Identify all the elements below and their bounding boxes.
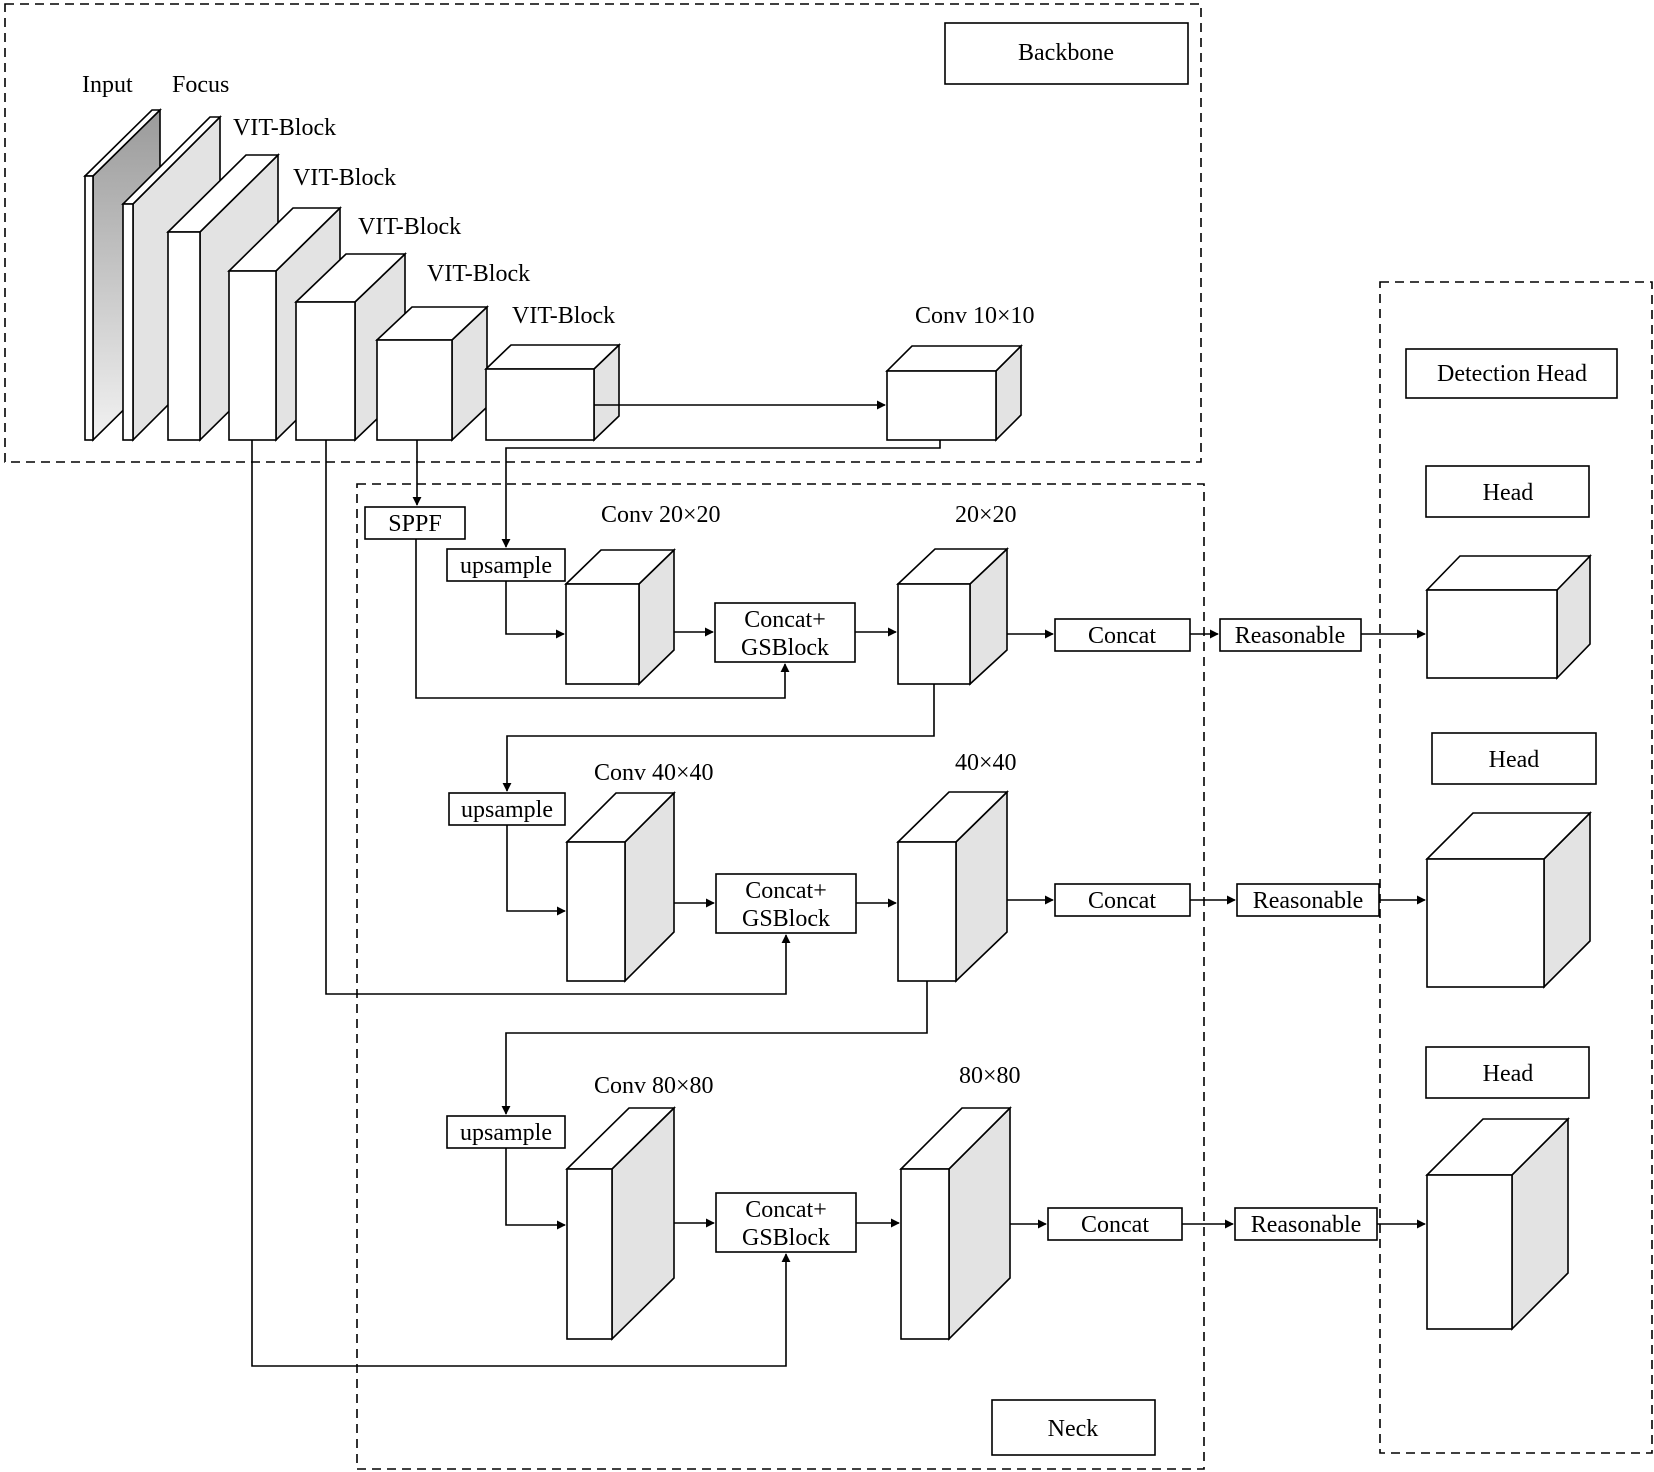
upsample-box-2: upsample xyxy=(448,792,566,826)
conv-10-label: Conv 10×10 xyxy=(915,303,1035,329)
head-box-1: Head xyxy=(1425,465,1590,518)
input-label: Input xyxy=(82,72,133,98)
detection-head-title: Detection Head xyxy=(1437,361,1587,387)
sppf-label: SPPF xyxy=(388,511,441,537)
reasonable-label: Reasonable xyxy=(1253,888,1364,914)
neck-title: Neck xyxy=(1048,1416,1099,1442)
reasonable-box-3: Reasonable xyxy=(1234,1207,1378,1241)
concat-gsblock-box-3: Concat+ GSBlock xyxy=(715,1192,857,1253)
head-cube-3 xyxy=(1425,1117,1570,1331)
conv-20-cube xyxy=(564,548,676,686)
vit-block-4-layer xyxy=(374,305,490,442)
upsample-label: upsample xyxy=(460,1120,552,1146)
upsample-label: upsample xyxy=(461,797,553,823)
vit-block-5-layer xyxy=(484,343,621,442)
concat-box-3: Concat xyxy=(1047,1207,1183,1241)
detection-head-section: Detection Head xyxy=(1379,281,1653,1454)
vit-block-label: VIT-Block xyxy=(233,115,336,141)
head-box-2: Head xyxy=(1431,732,1597,785)
conv-40-label: Conv 40×40 xyxy=(594,760,714,786)
out-40-label: 40×40 xyxy=(955,750,1017,776)
upsample-label: upsample xyxy=(460,553,552,579)
concat-label: Concat xyxy=(1088,623,1156,649)
backbone-title: Backbone xyxy=(1018,40,1114,66)
concat-gsblock-label-1: Concat+ xyxy=(745,1197,827,1223)
out-80-cube xyxy=(899,1106,1012,1341)
concat-label: Concat xyxy=(1081,1212,1149,1238)
out-40-cube xyxy=(896,790,1009,983)
neck-title-box xyxy=(991,1399,1156,1456)
concat-gsblock-label-2: GSBlock xyxy=(742,906,830,932)
vit-block-label: VIT-Block xyxy=(512,303,615,329)
reasonable-box-2: Reasonable xyxy=(1236,883,1380,917)
concat-label: Concat xyxy=(1088,888,1156,914)
vit-block-label: VIT-Block xyxy=(427,261,530,287)
out-20-label: 20×20 xyxy=(955,502,1017,528)
upsample-box-3: upsample xyxy=(446,1115,566,1149)
reasonable-box-1: Reasonable xyxy=(1219,618,1362,652)
head-label: Head xyxy=(1483,1061,1534,1087)
vit-block-label: VIT-Block xyxy=(358,214,461,240)
head-label: Head xyxy=(1489,747,1540,773)
conv-40-cube xyxy=(565,791,676,983)
sppf-box: SPPF xyxy=(364,506,466,540)
concat-gsblock-box-2: Concat+ GSBlock xyxy=(715,873,857,934)
concat-box-2: Concat xyxy=(1054,883,1191,917)
connectors xyxy=(251,400,1426,1367)
conv-10-layer xyxy=(885,344,1023,442)
concat-gsblock-box-1: Concat+ GSBlock xyxy=(714,602,856,663)
concat-gsblock-label-1: Concat+ xyxy=(745,878,827,904)
out-20-cube xyxy=(895,547,1010,686)
conv-80-label: Conv 80×80 xyxy=(594,1073,714,1099)
backbone-section: Backbone xyxy=(4,3,1202,463)
focus-label: Focus xyxy=(172,72,229,98)
concat-gsblock-label-2: GSBlock xyxy=(742,1225,830,1251)
conv-80-cube xyxy=(565,1106,676,1341)
concat-gsblock-label-2: GSBlock xyxy=(741,635,829,661)
concat-box-1: Concat xyxy=(1054,618,1191,652)
head-cube-1 xyxy=(1425,554,1592,680)
head-label: Head xyxy=(1483,480,1534,506)
out-80-label: 80×80 xyxy=(959,1063,1021,1089)
backbone-title-box xyxy=(944,22,1189,85)
reasonable-label: Reasonable xyxy=(1251,1212,1362,1238)
neck-section: Neck xyxy=(356,483,1205,1470)
detection-head-title-box xyxy=(1405,348,1618,399)
vit-block-label: VIT-Block xyxy=(293,165,396,191)
conv-20-label: Conv 20×20 xyxy=(601,502,721,528)
reasonable-label: Reasonable xyxy=(1235,623,1346,649)
upsample-box-1: upsample xyxy=(446,548,566,582)
concat-gsblock-label-1: Concat+ xyxy=(744,607,826,633)
head-box-3: Head xyxy=(1425,1046,1590,1099)
head-cube-2 xyxy=(1425,811,1592,989)
